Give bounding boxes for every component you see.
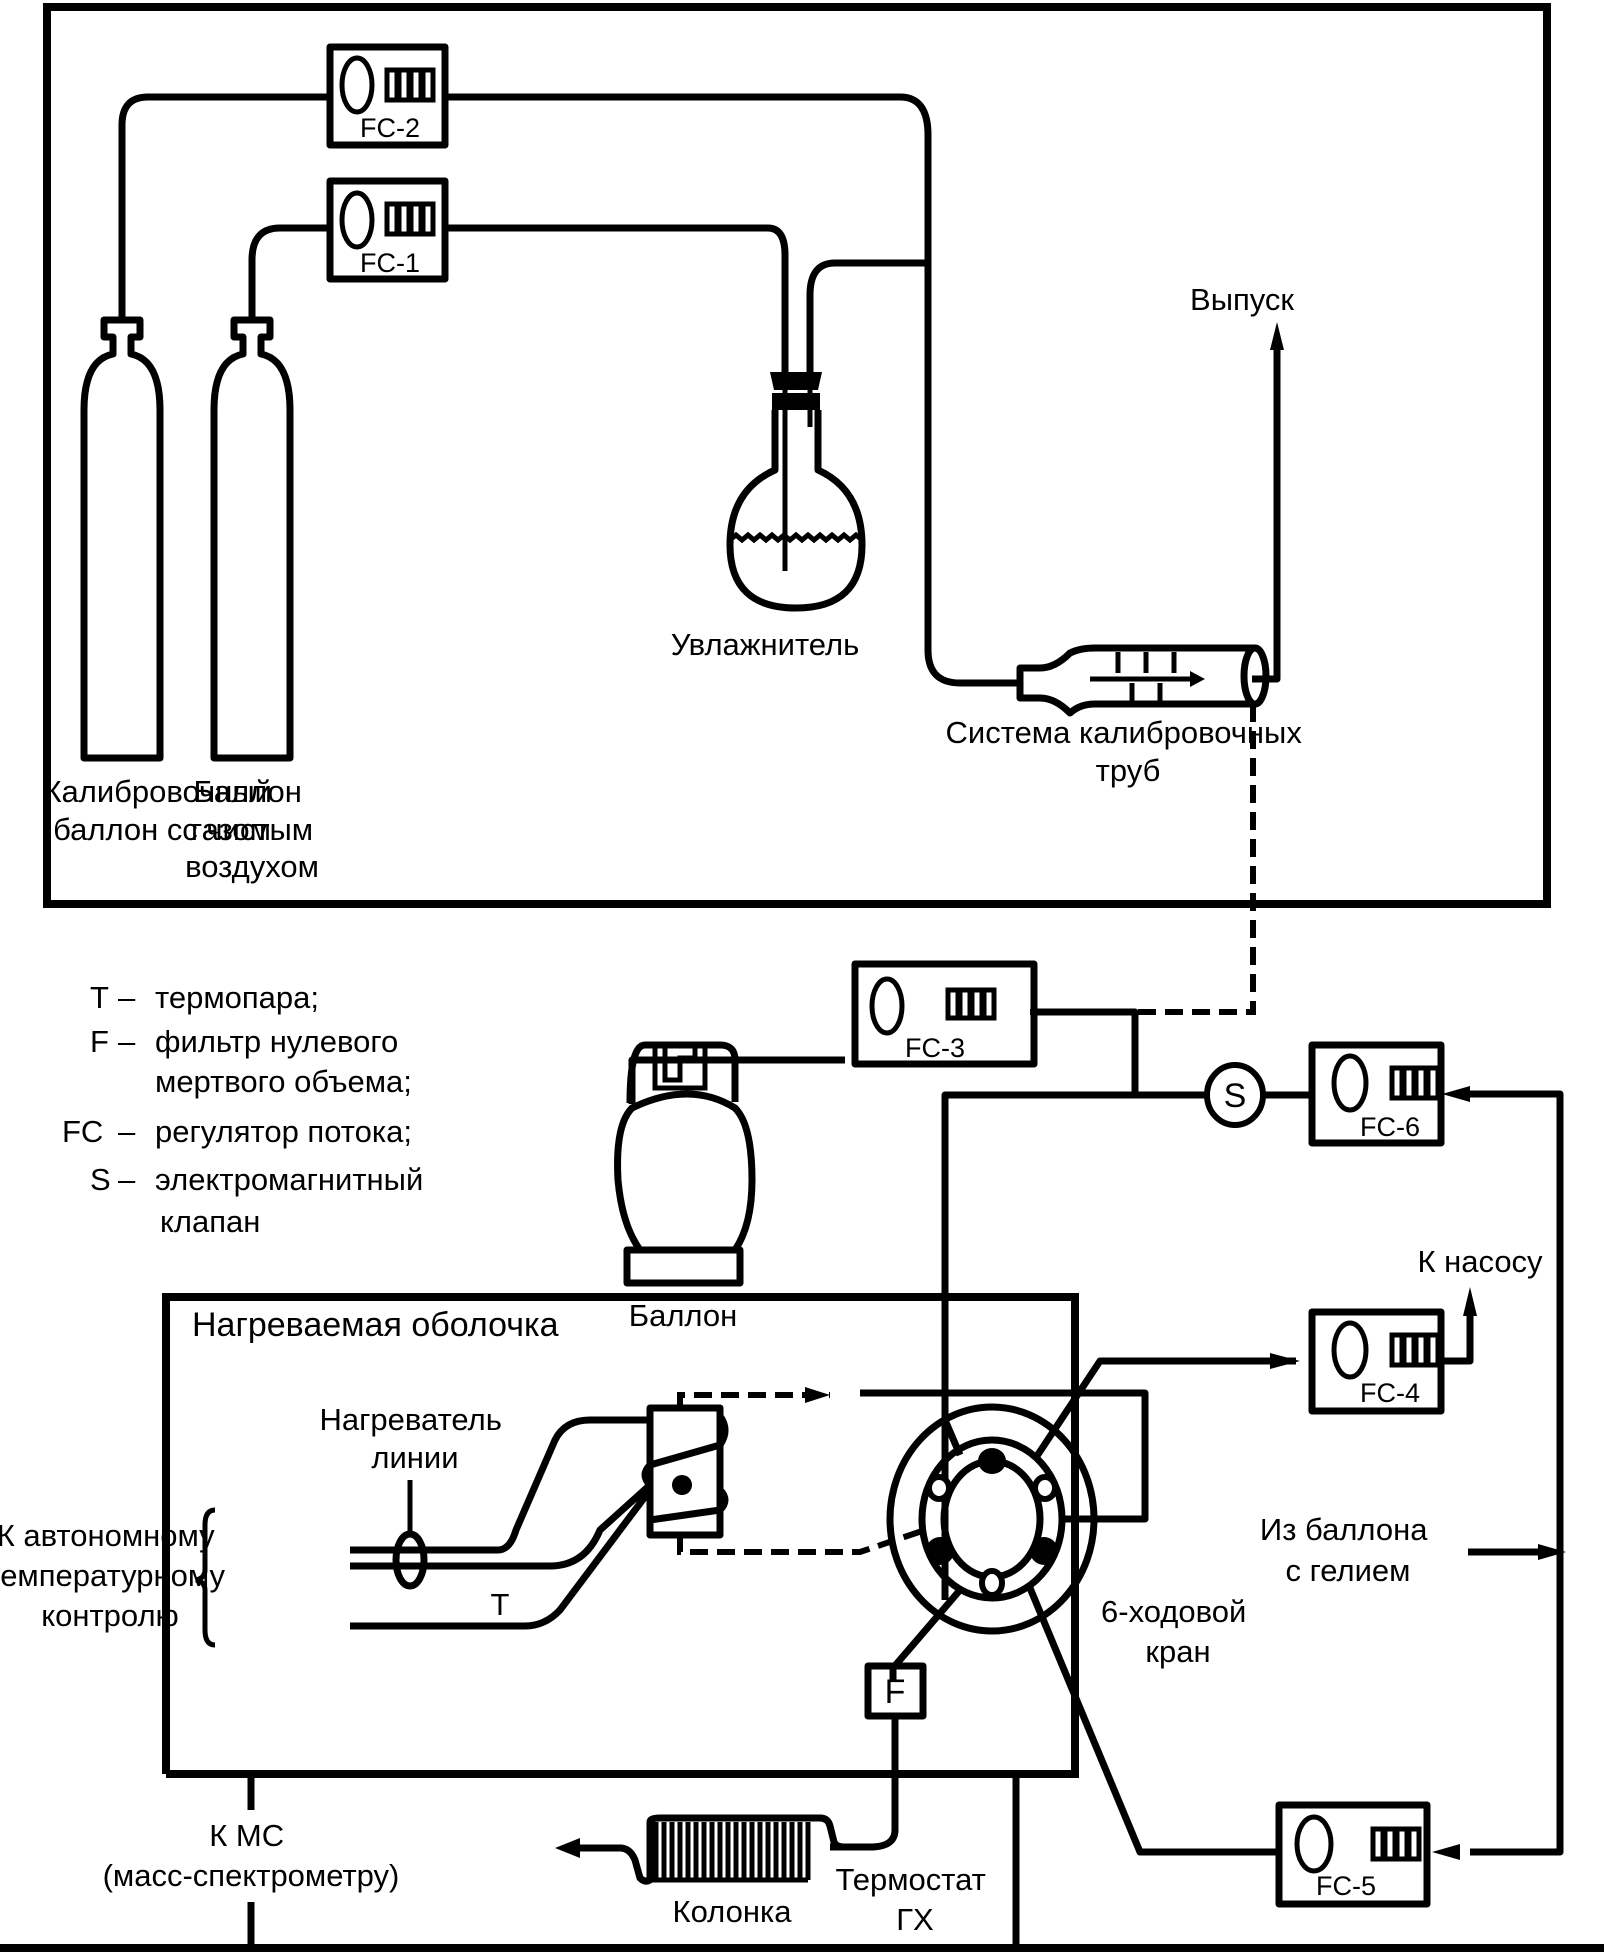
fc6-inlet-arrow-icon xyxy=(1442,1086,1470,1102)
humidifier-flask xyxy=(726,372,866,612)
line-heater-label: Нагреватель линии xyxy=(319,1402,510,1475)
sample-cylinder xyxy=(614,1041,845,1287)
thermocouple-wire xyxy=(350,1487,653,1630)
dashed-heater-to-valve xyxy=(677,1527,926,1555)
filter-mark: F xyxy=(885,1673,906,1711)
gc-column-coil xyxy=(555,1814,870,1885)
line-heater-sleeve xyxy=(392,1530,428,1590)
solenoid-valve: S xyxy=(1204,1062,1266,1128)
brace xyxy=(195,1507,216,1648)
calibration-system-frame xyxy=(43,3,1551,908)
legend-item-t: T – термопара; xyxy=(90,980,319,1015)
fc4-inlet-arrow-icon xyxy=(1270,1353,1300,1369)
heater-arrow-icon xyxy=(805,1387,830,1403)
fc6-label: FC-6 xyxy=(1360,1112,1420,1142)
legend-item-fc: FC – регулятор потока; xyxy=(62,1114,412,1149)
pipe-humidifier-out xyxy=(806,259,928,390)
pipe-cyl2-fc1 xyxy=(248,224,330,320)
legend-item-s: S – электромагнитный клапан xyxy=(90,1162,432,1239)
dashed-transfer-line xyxy=(1025,704,1256,1015)
pipe-valve-to-solenoid xyxy=(941,1091,1205,1600)
sample-cylinder-label: Баллон xyxy=(629,1298,737,1333)
flow-controller-fc5: FC-5 xyxy=(1275,1801,1431,1908)
pipe-valve-to-fc4 xyxy=(1032,1357,1296,1461)
fc2-label: FC-2 xyxy=(360,113,420,143)
fc1-label: FC-1 xyxy=(360,248,420,278)
pipe-fc1-humidifier xyxy=(445,224,789,390)
flow-controller-fc3: FC-3 xyxy=(851,960,1038,1068)
thermocouple-mark: T xyxy=(491,1587,510,1622)
temperature-control-label: К автономному температурному контролю xyxy=(0,1518,234,1633)
flow-controller-fc2: FC-2 xyxy=(326,43,449,149)
to-pump-label: К насосу xyxy=(1417,1244,1543,1279)
flow-controller-fc6: FC-6 xyxy=(1308,1041,1445,1147)
zero-dead-volume-filter: F xyxy=(864,1662,927,1720)
helium-arrow-icon xyxy=(1538,1544,1566,1560)
exhaust-arrow-icon xyxy=(1270,322,1284,350)
sample-loop xyxy=(860,1389,1149,1523)
heated-jacket-frame xyxy=(162,1293,1079,1778)
fc5-inlet-arrow-icon xyxy=(1432,1844,1460,1860)
to-ms-label: К МС (масс-спектрометру) xyxy=(103,1818,400,1893)
humidifier-label: Увлажнитель xyxy=(671,627,860,662)
pipe-valve-to-fc5 xyxy=(1026,1586,1279,1856)
legend-item-f: F – фильтр нулевого мертвого объема; xyxy=(90,1024,412,1099)
line-heater-block xyxy=(641,1404,729,1539)
pipe-filter-to-column xyxy=(830,1716,899,1851)
calibration-tubes-label: Система калибровочных труб xyxy=(946,715,1311,788)
gc-oven-label: Термостат ГХ xyxy=(836,1862,995,1937)
clean-air-cylinder xyxy=(210,316,294,762)
heater-wire-1 xyxy=(350,1416,650,1554)
heated-jacket-label: Нагреваемая оболочка xyxy=(192,1306,559,1344)
fc5-label: FC-5 xyxy=(1316,1871,1376,1901)
calibration-gas-cylinder xyxy=(80,316,164,762)
fc3-label: FC-3 xyxy=(905,1033,965,1063)
calibration-tube xyxy=(1016,644,1270,717)
heater-wire-2 xyxy=(350,1482,653,1570)
valve-port-top xyxy=(941,1418,964,1457)
from-helium-label: Из баллона с гелием xyxy=(1260,1512,1436,1588)
pipe-fc3-out xyxy=(1034,1008,1139,1095)
helium-supply-line xyxy=(1460,1090,1564,1856)
legend: T – термопара; F – фильтр нулевого мертв… xyxy=(62,980,432,1239)
pipe-fc2-tubes xyxy=(445,93,1020,687)
pipe-fc4-to-pump xyxy=(1441,1310,1474,1365)
to-pump-arrow-icon xyxy=(1463,1287,1477,1316)
solenoid-mark: S xyxy=(1224,1077,1247,1115)
flow-controller-fc1: FC-1 xyxy=(326,177,449,283)
six-port-valve-label: 6-ходовой кран xyxy=(1101,1594,1255,1669)
column-label: Колонка xyxy=(673,1894,793,1929)
exhaust-label: Выпуск xyxy=(1190,282,1294,317)
calibration-gas-cylinder-label: Калибровочный баллон с газом xyxy=(43,774,280,847)
exhaust-pipe xyxy=(1252,340,1281,683)
six-port-valve xyxy=(886,1403,1098,1635)
clean-air-cylinder-label: Баллон с чистым воздухом xyxy=(182,774,322,884)
pipe-cyl1-fc2 xyxy=(118,93,330,320)
flow-controller-fc4: FC-4 xyxy=(1308,1308,1445,1415)
fc4-label: FC-4 xyxy=(1360,1378,1420,1408)
dashed-heater-out xyxy=(677,1392,830,1408)
